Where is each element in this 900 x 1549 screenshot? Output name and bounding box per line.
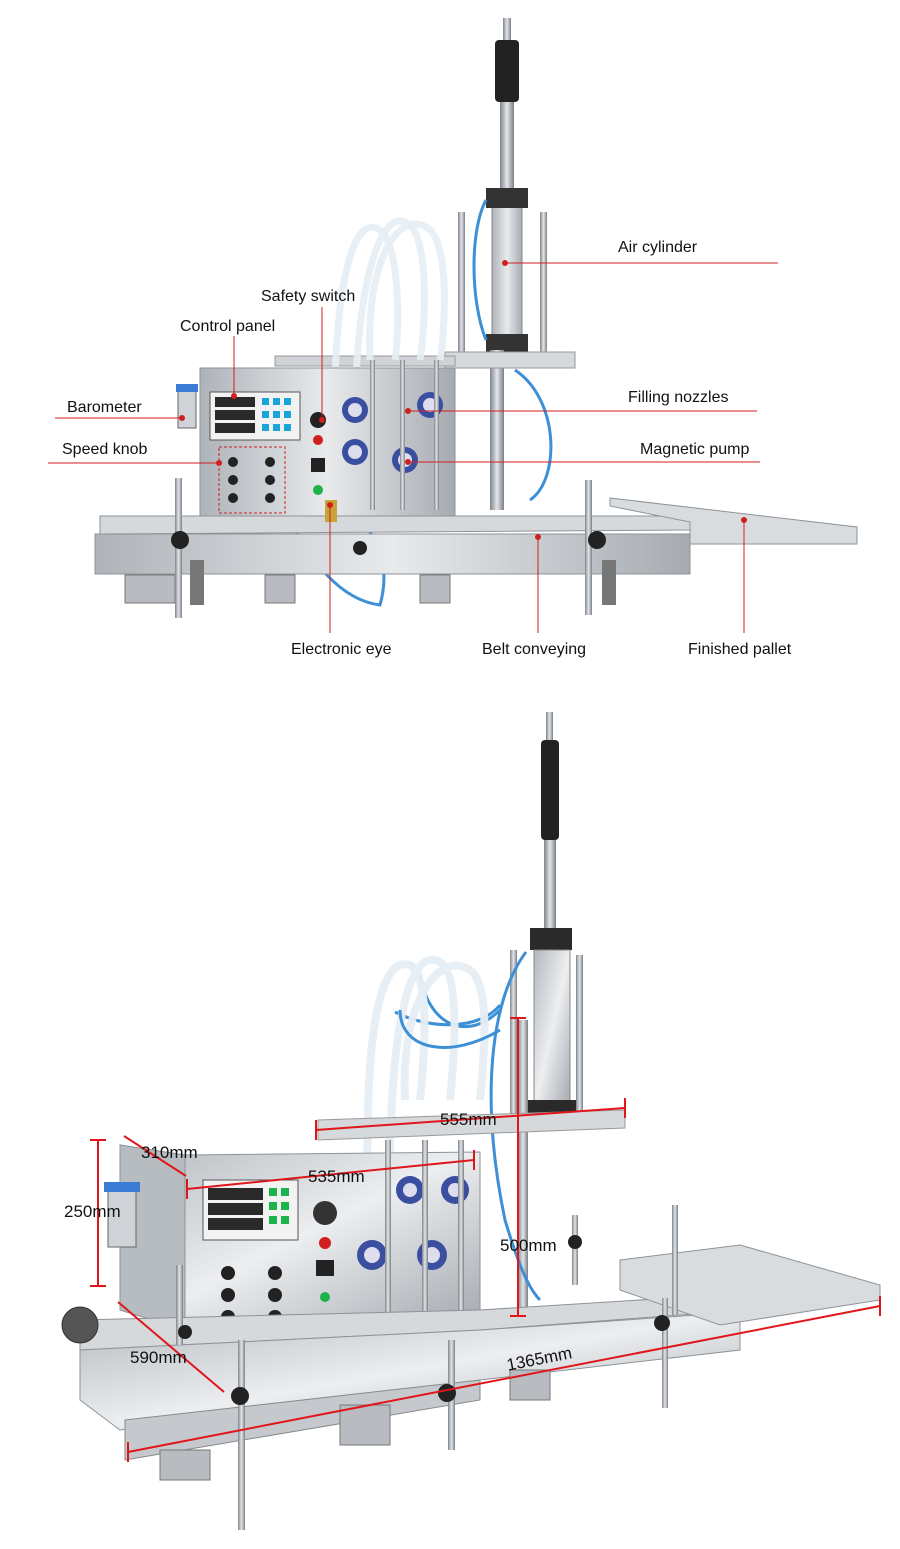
dim-body-height: 250mm [64, 1202, 121, 1221]
cylinder-cap-bottom [486, 334, 528, 352]
label-speed-knob: Speed knob [62, 441, 148, 458]
label-air-cylinder: Air cylinder [618, 239, 698, 256]
labeled-machine-view: Air cylinder Safety switch Control panel… [0, 0, 900, 700]
main-column [490, 350, 504, 510]
label-filling-nozzles: Filling nozzles [628, 389, 729, 406]
label-control-panel: Control panel [180, 318, 276, 335]
guide-post-right [540, 212, 547, 352]
dim-panel-width: 535mm [308, 1167, 365, 1186]
nozzle-plate [444, 351, 576, 369]
dim-nozzle-height: 500mm [500, 1236, 557, 1255]
label-barometer: Barometer [67, 399, 142, 416]
dim-body-depth: 310mm [141, 1143, 198, 1162]
gas-spring [495, 40, 519, 102]
label-electronic-eye: Electronic eye [291, 641, 392, 658]
label-belt-conveying: Belt conveying [482, 641, 587, 658]
air-cylinder-2 [533, 949, 571, 1111]
machine-illustration-top [48, 18, 858, 633]
label-safety-switch: Safety switch [261, 288, 356, 305]
label-magnetic-pump: Magnetic pump [640, 441, 750, 458]
machine-body [199, 367, 456, 517]
nozzle-bar [274, 355, 456, 367]
dim-machine-depth: 590mm [130, 1348, 187, 1367]
label-finished-pallet: Finished pallet [688, 641, 792, 658]
guide-post-left [458, 212, 465, 352]
barometer [177, 387, 197, 429]
dimension-view: 555mm 535mm 310mm 250mm 500mm 590mm 1365… [0, 700, 900, 1549]
finished-pallet [609, 497, 858, 545]
conveyor-belt [99, 515, 691, 535]
dim-nozzle-bar-width: 555mm [440, 1110, 497, 1129]
dimension-lines [90, 1017, 881, 1462]
machine-illustration-bottom [61, 712, 881, 1530]
cylinder-cap-top [486, 188, 528, 208]
callout-lines [48, 260, 778, 633]
cylinder-rod [500, 102, 514, 192]
speed-knob-box [218, 446, 286, 514]
